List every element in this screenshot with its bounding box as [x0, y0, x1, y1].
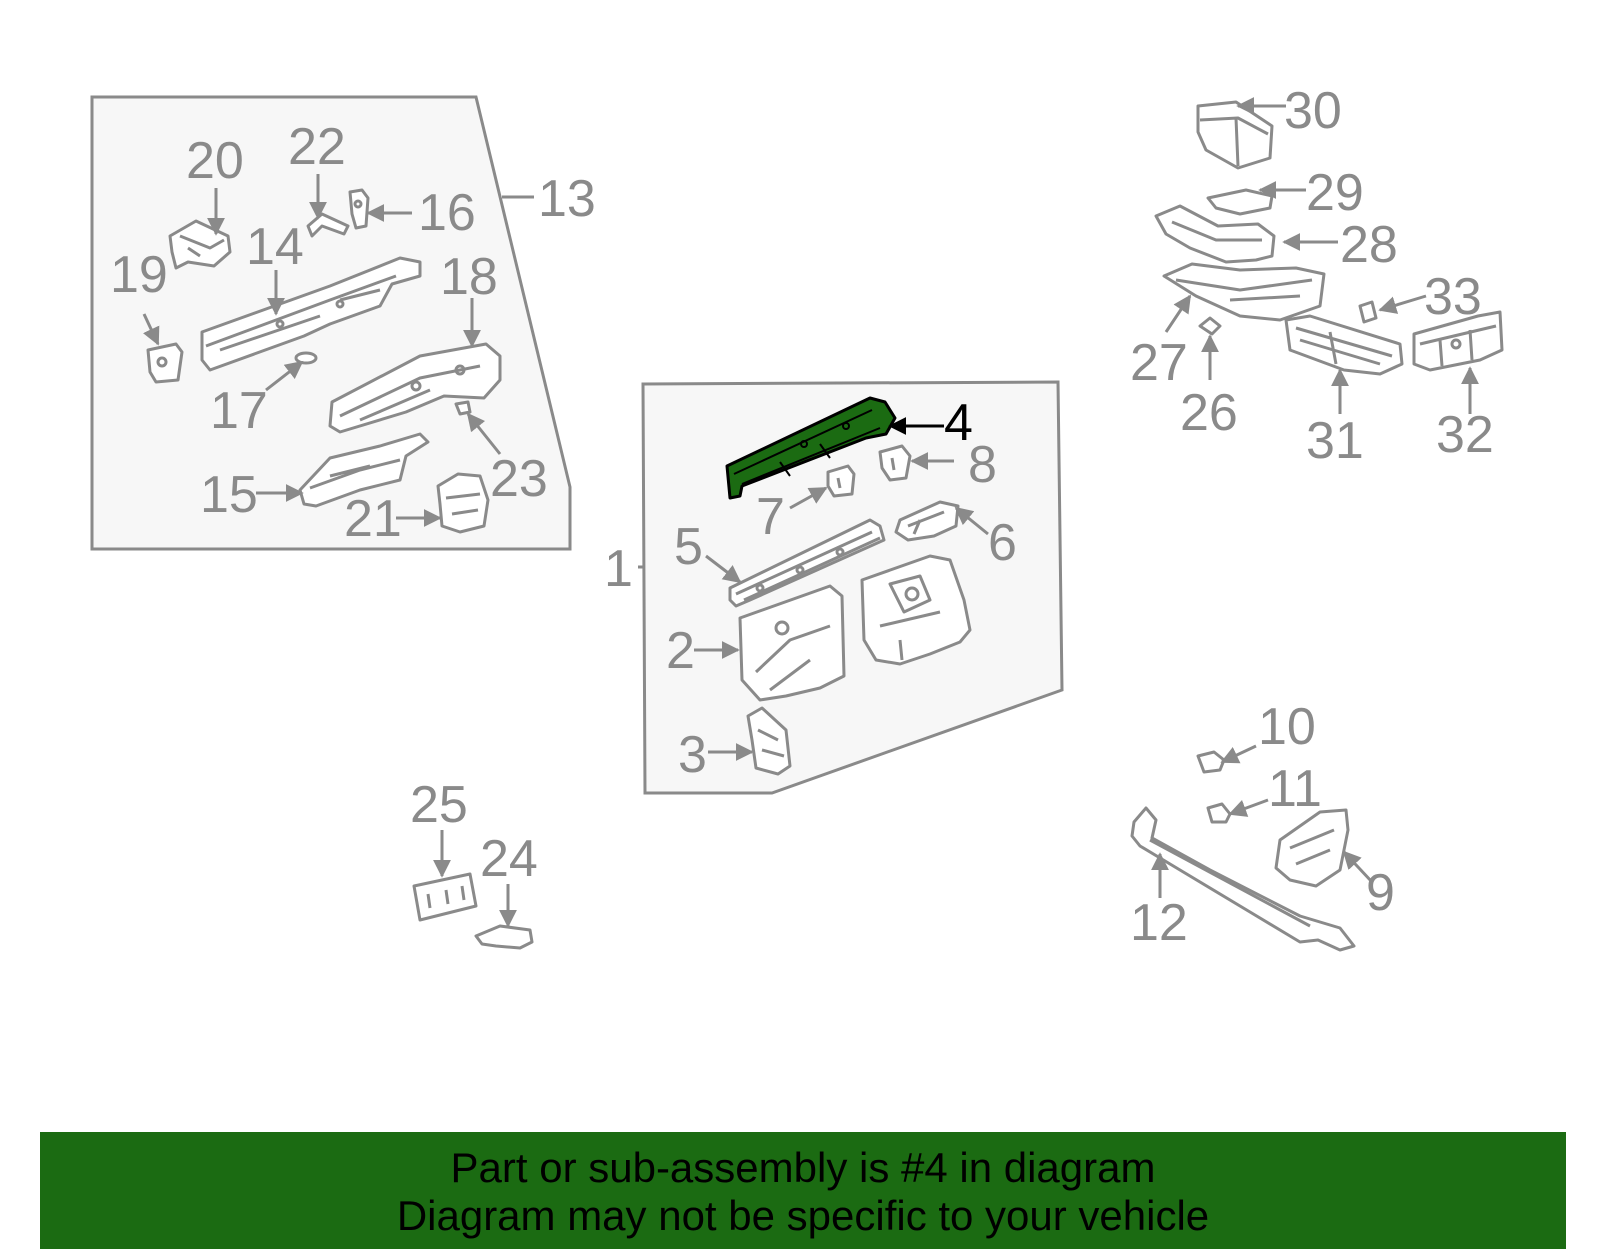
callout-3: 3: [678, 726, 707, 784]
callout-8: 8: [968, 436, 997, 494]
info-banner: Part or sub-assembly is #4 in diagram Di…: [40, 1132, 1566, 1249]
part-2[interactable]: [738, 584, 846, 702]
callout-18: 18: [440, 248, 498, 306]
part-31[interactable]: [1284, 314, 1404, 376]
callout-12: 12: [1130, 894, 1188, 952]
banner-line-1: Part or sub-assembly is #4 in diagram: [450, 1144, 1156, 1191]
part-11[interactable]: [1206, 802, 1232, 824]
callout-27: 27: [1130, 334, 1188, 392]
callout-24: 24: [480, 830, 538, 888]
callout-30: 30: [1284, 82, 1342, 140]
part-30[interactable]: [1196, 100, 1274, 170]
callout-25: 25: [410, 776, 468, 834]
callout-5: 5: [674, 518, 703, 576]
callout-16: 16: [418, 184, 476, 242]
part-27[interactable]: [1162, 262, 1326, 322]
callout-23: 23: [490, 450, 548, 508]
callout-9: 9: [1366, 864, 1395, 922]
part-10[interactable]: [1196, 750, 1226, 774]
callout-13: 13: [538, 170, 596, 228]
callout-14: 14: [246, 218, 304, 276]
part-5[interactable]: [728, 518, 886, 608]
part-14[interactable]: [200, 256, 422, 372]
callout-29: 29: [1306, 164, 1364, 222]
part-32[interactable]: [1412, 310, 1504, 372]
callout-20: 20: [186, 132, 244, 190]
part-18[interactable]: [328, 342, 502, 434]
callout-19: 19: [110, 246, 168, 304]
part-24[interactable]: [474, 924, 534, 950]
callout-4: 4: [944, 394, 973, 452]
callout-6: 6: [988, 514, 1017, 572]
callout-1: 1: [604, 540, 633, 598]
part-1-housing[interactable]: [860, 554, 972, 666]
part-9[interactable]: [1274, 808, 1350, 888]
callout-21: 21: [344, 490, 402, 548]
part-15[interactable]: [298, 432, 430, 508]
leader-lines: [142, 97, 1479, 928]
part-19[interactable]: [146, 342, 184, 384]
part-23[interactable]: [454, 400, 472, 416]
callout-31: 31: [1306, 412, 1364, 470]
part-7[interactable]: [826, 464, 856, 498]
part-16[interactable]: [348, 188, 370, 230]
callout-26: 26: [1180, 384, 1238, 442]
callout-22: 22: [288, 118, 346, 176]
part-29[interactable]: [1206, 188, 1274, 216]
callout-2: 2: [666, 622, 695, 680]
callout-11: 11: [1268, 760, 1322, 818]
part-6[interactable]: [894, 500, 960, 542]
callout-33: 33: [1424, 268, 1482, 326]
callout-10: 10: [1258, 698, 1316, 756]
part-21[interactable]: [436, 472, 490, 534]
part-8[interactable]: [878, 444, 912, 482]
callout-15: 15: [200, 466, 258, 524]
part-17[interactable]: [294, 351, 318, 365]
part-28[interactable]: [1154, 204, 1276, 264]
callout-labels: 1 2 3 4 5 6 7 8 9 10 11 12 13 14 15 16 1…: [110, 82, 1494, 952]
part-25[interactable]: [412, 872, 478, 922]
callout-17: 17: [210, 382, 268, 440]
part-4[interactable]: [725, 396, 897, 500]
callout-7: 7: [756, 488, 785, 546]
part-33[interactable]: [1358, 300, 1378, 324]
part-26[interactable]: [1198, 316, 1222, 336]
callout-28: 28: [1340, 216, 1398, 274]
callout-32: 32: [1436, 406, 1494, 464]
banner-line-2: Diagram may not be specific to your vehi…: [396, 1192, 1210, 1239]
